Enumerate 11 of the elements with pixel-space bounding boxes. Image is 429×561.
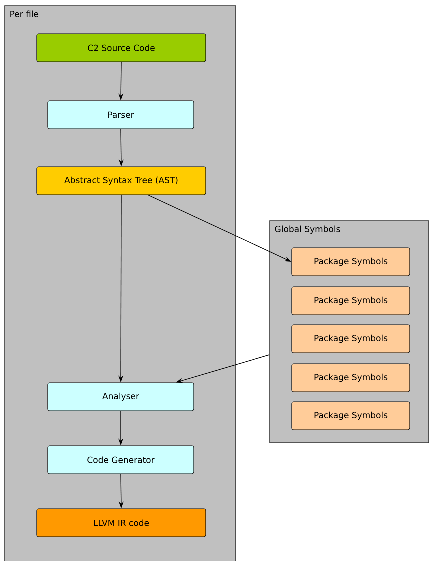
process-box: LLVM IR code bbox=[36, 508, 206, 538]
process-box: Parser bbox=[48, 100, 194, 130]
process-box: Package Symbols bbox=[292, 364, 410, 392]
process-box: Abstract Syntax Tree (AST) bbox=[36, 166, 206, 196]
process-box: Package Symbols bbox=[292, 286, 410, 316]
process-box: Package Symbols bbox=[292, 402, 410, 430]
process-box: Package Symbols bbox=[292, 248, 410, 276]
process-box: Package Symbols bbox=[292, 324, 410, 354]
process-box: Analyser bbox=[48, 382, 194, 412]
process-box: C2 Source Code bbox=[36, 34, 206, 62]
process-box: Code Generator bbox=[48, 446, 194, 474]
